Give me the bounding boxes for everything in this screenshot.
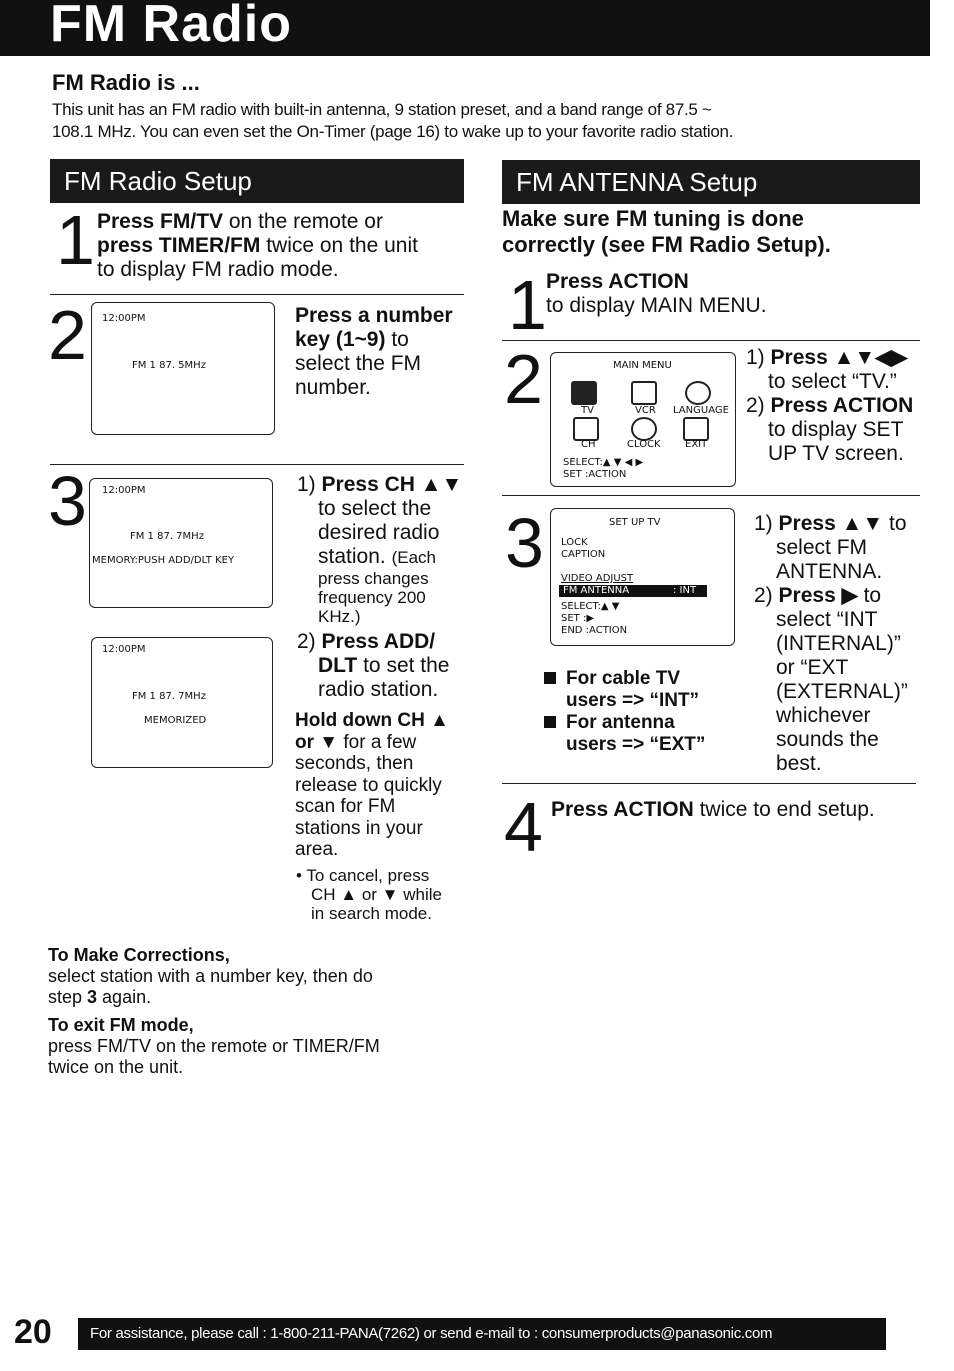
tv-screen-fm-memory: 12:00PM FM 1 87. 7MHz MEMORY:PUSH ADD/DL…: [89, 478, 273, 608]
tv-screen-fm-memorized: 12:00PM FM 1 87. 7MHz MEMORIZED: [91, 637, 273, 768]
setup-menu-title: SET UP TV: [609, 517, 661, 528]
fm-radio-setup-header: FM Radio Setup: [50, 159, 464, 203]
bullet-icon: [544, 716, 556, 728]
setup-step3-instruction1: 1) Press CH ▲▼ to select the desired rad…: [297, 473, 463, 626]
divider: [502, 783, 916, 784]
menu-title: MAIN MENU: [613, 360, 672, 371]
page-number: 20: [14, 1313, 52, 1351]
screen-frequency: FM 1 87. 7MHz: [130, 531, 204, 542]
language-icon: [685, 381, 711, 405]
setup-step3-cancel-note: • To cancel, press CH ▲ or ▼ while in se…: [296, 866, 442, 923]
setup-menu-end-hint: END :ACTION: [561, 625, 628, 636]
bullet-icon: [544, 672, 556, 684]
menu-label-tv: TV: [581, 405, 594, 416]
ch-antenna-icon: [573, 417, 599, 441]
corrections-note: To Make Corrections, select station with…: [48, 945, 373, 1007]
antenna-step3-instructions: 1) Press ▲▼ to select FM ANTENNA. 2) Pre…: [754, 512, 908, 775]
page-title: FM Radio: [50, 0, 292, 53]
setup-menu-caption: CAPTION: [561, 549, 606, 560]
setup-menu-set-hint: SET :▶: [561, 613, 595, 624]
antenna-step1-text: Press ACTION to display MAIN MENU.: [546, 270, 767, 317]
menu-label-language: LANGUAGE: [673, 405, 729, 416]
tv-screen-setup-tv: SET UP TV LOCK CAPTION VIDEO ADJUST FM A…: [550, 508, 735, 646]
step-number: 2: [504, 340, 543, 418]
setup-step2-text: Press a number key (1~9) to select the F…: [295, 304, 453, 399]
step-number: 1: [508, 266, 547, 344]
vcr-icon: [631, 381, 657, 405]
clock-icon: [631, 417, 657, 441]
step-number: 3: [505, 504, 544, 582]
antenna-step4-text: Press ACTION twice to end setup.: [551, 798, 875, 821]
tv-screen-fm-preset: 12:00PM FM 1 87. 5MHz: [91, 302, 275, 435]
intro-line-1: This unit has an FM radio with built-in …: [52, 100, 712, 119]
divider: [502, 495, 920, 496]
setup-menu-fm-antenna-value: : INT: [673, 585, 697, 596]
setup-menu-lock: LOCK: [561, 537, 588, 548]
setup-step3-instruction2: 2) Press ADD/ DLT to set the radio stati…: [297, 630, 450, 701]
menu-label-exit: EXIT: [685, 439, 708, 450]
setup-menu-fm-antenna: FM ANTENNA: [563, 585, 630, 596]
screen-time: 12:00PM: [102, 313, 146, 324]
step-number: 1: [56, 201, 95, 279]
setup-step3-hold-note: Hold down CH ▲ or ▼ for a few seconds, t…: [295, 710, 449, 860]
divider: [50, 464, 464, 465]
screen-frequency: FM 1 87. 5MHz: [132, 360, 206, 371]
antenna-user-notes: For cable TV users => “INT” For antenna …: [544, 668, 754, 756]
step-number: 4: [504, 788, 543, 866]
screen-time: 12:00PM: [102, 485, 146, 496]
step-number: 3: [48, 462, 87, 540]
exit-icon: [683, 417, 709, 441]
setup-menu-select-hint: SELECT:▲ ▼: [561, 601, 620, 612]
menu-select-hint: SELECT:▲ ▼ ◀ ▶: [563, 457, 644, 468]
setup-menu-highlight-bar: [559, 585, 707, 597]
divider: [502, 340, 920, 341]
screen-time: 12:00PM: [102, 644, 146, 655]
menu-label-vcr: VCR: [635, 405, 656, 416]
fm-antenna-setup-header: FM ANTENNA Setup: [502, 160, 920, 204]
menu-label-ch: CH: [581, 439, 596, 450]
exit-note: To exit FM mode, press FM/TV on the remo…: [48, 1015, 380, 1077]
antenna-prerequisite-note: Make sure FM tuning is done correctly (s…: [502, 206, 831, 257]
menu-set-hint: SET :ACTION: [563, 469, 627, 480]
intro-line-2: 108.1 MHz. You can even set the On-Timer…: [52, 122, 734, 141]
menu-label-clock: CLOCK: [627, 439, 661, 450]
assistance-footer: For assistance, please call : 1-800-211-…: [78, 1318, 886, 1350]
tv-screen-main-menu: MAIN MENU TV VCR LANGUAGE CH CLOCK EXIT …: [550, 352, 736, 487]
step-number: 2: [48, 296, 87, 374]
intro-heading: FM Radio is ...: [52, 70, 200, 95]
screen-memorized: MEMORIZED: [144, 715, 207, 726]
intro-text: This unit has an FM radio with built-in …: [52, 99, 912, 143]
setup-step1-text: Press FM/TV on the remote or press TIMER…: [97, 210, 418, 281]
screen-frequency: FM 1 87. 7MHz: [132, 691, 206, 702]
divider: [50, 294, 464, 295]
antenna-step2-instructions: 1) Press ▲▼◀▶ to select “TV.” 2) Press A…: [746, 346, 914, 465]
setup-menu-video-adjust: VIDEO ADJUST: [561, 573, 634, 584]
tv-icon: [571, 381, 597, 405]
title-bar: FM Radio: [0, 0, 930, 56]
screen-memory-prompt: MEMORY:PUSH ADD/DLT KEY: [92, 555, 235, 566]
